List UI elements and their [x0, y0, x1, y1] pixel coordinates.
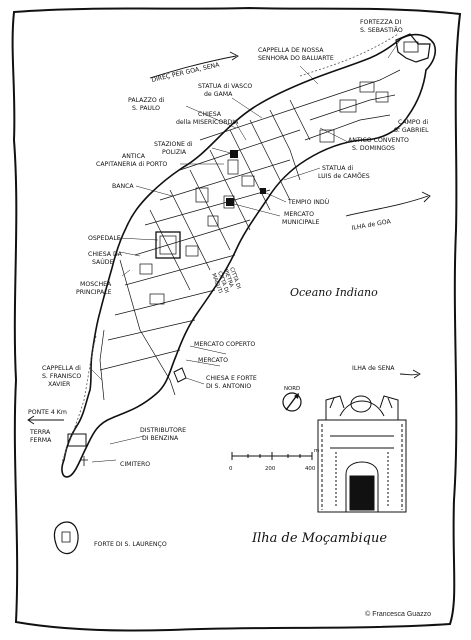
label-fortezza-2: S. SEBASTIÃO	[360, 25, 403, 34]
label-antica-cap-1: ANTICA	[122, 153, 146, 160]
label-ospedale: OSPEDALE	[88, 235, 121, 242]
direction-ilha-sena: ILHA de SENA	[352, 365, 395, 372]
label-cimitero: CIMITERO	[120, 461, 150, 468]
forte-sao-lourenco-island	[53, 521, 79, 555]
reef-line	[299, 33, 399, 77]
label-statua-vasco-1: STATUA di VASCO	[198, 83, 252, 90]
label-chiesa-mis-2: della MISERICORDIA	[176, 119, 239, 126]
label-chiesa-saude-1: CHIESA DA	[88, 251, 123, 258]
label-tempio: TEMPIO INDÙ	[287, 197, 329, 206]
direction-terra-1: TERRA	[29, 429, 51, 436]
fortress-sao-sebastiao	[395, 33, 431, 63]
bridge-head	[67, 433, 87, 447]
municipal-market	[226, 198, 234, 206]
direction-ponte: PONTE 4 Km	[28, 409, 67, 416]
label-antico-conv-2: S. DOMINGOS	[352, 145, 395, 152]
place-labels: FORTEZZA DI S. SEBASTIÃO CAPPELLA DE NOS…	[42, 19, 429, 548]
label-statua-luis-2: LUIS de CAMÕES	[318, 171, 370, 180]
label-palazzo-2: S. PAULO	[132, 105, 160, 112]
label-distributore-2: DI BENZINA	[142, 435, 179, 442]
sea-label: Oceano Indiano	[290, 286, 378, 299]
label-chiesa-forte-2: DI S. ANTONIO	[206, 383, 251, 390]
label-mercato: MERCATO	[198, 357, 228, 364]
label-cappella-nossa-1: CAPPELLA DE NOSSA	[258, 47, 324, 54]
label-statua-vasco-2: de GAMA	[204, 91, 233, 98]
label-mercato-mun-1: MERCATO	[284, 211, 314, 218]
hospital-building	[155, 231, 181, 259]
label-forte-lourenco: FORTE DI S. LAURENÇO	[94, 541, 167, 548]
scale-tick-400: 400	[305, 466, 316, 472]
scale-tick-200: 200	[265, 466, 276, 472]
direction-terra-2: FERMA	[30, 437, 52, 444]
label-campo-1: CAMPO di	[398, 119, 428, 126]
scale-bar	[231, 452, 313, 460]
cemetery-cross	[80, 456, 88, 466]
leader-lines	[91, 39, 401, 463]
label-stazione-2: POLIZIA	[162, 149, 187, 156]
street-grid	[99, 69, 401, 401]
label-cappella-nossa-2: SENHORA DO BALUARTE	[258, 55, 334, 62]
label-moschea-2: PRINCIPALE	[76, 289, 112, 296]
label-chiesa-mis-1: CHIESA	[198, 111, 222, 118]
paper-sheet	[11, 6, 462, 632]
label-chiesa-saude-2: SAÚDE	[92, 257, 114, 266]
label-banca: BANCA	[112, 183, 134, 190]
compass-rose	[282, 392, 302, 412]
direction-arrows	[27, 51, 431, 425]
label-fortezza-1: FORTEZZA DI	[360, 19, 401, 26]
label-mercato-coperto: MERCATO COPERTO	[194, 341, 255, 348]
reef-line-south	[61, 335, 97, 463]
label-cappella-sf-1: CAPPELLA di	[42, 365, 81, 372]
fortress-inner	[403, 41, 419, 53]
map-title: Ilha de Moçambique	[251, 531, 387, 546]
label-moschea-1: MOSCHEA	[80, 281, 112, 288]
compass-north-label: NORD	[284, 386, 300, 392]
gate-illustration	[317, 395, 407, 513]
island-outline	[61, 33, 437, 478]
label-statua-luis-1: STATUA di	[322, 165, 353, 172]
label-campo-2: S. GABRIEL	[394, 127, 429, 134]
label-mercato-mun-2: MUNICIPALE	[282, 219, 319, 226]
label-distributore-1: DISTRIBUTORE	[140, 427, 186, 434]
scale-unit: m	[314, 448, 319, 454]
label-cappella-sf-3: XAVIER	[48, 381, 71, 388]
label-antico-conv-1: ANTICO CONVENTO	[348, 137, 409, 144]
label-antica-cap-2: CAPITANERIA di PORTO	[96, 161, 167, 168]
label-cappella-sf-2: S. FRANISCO	[42, 373, 81, 380]
temple	[260, 188, 266, 194]
label-stazione-1: STAZIONE di	[154, 141, 193, 148]
credit-text: © Francesca Guazzo	[365, 611, 431, 618]
scale-tick-0: 0	[229, 466, 233, 472]
label-chiesa-forte-1: CHIESA E FORTE	[206, 375, 257, 382]
label-palazzo-1: PALAZZO di	[128, 97, 165, 104]
